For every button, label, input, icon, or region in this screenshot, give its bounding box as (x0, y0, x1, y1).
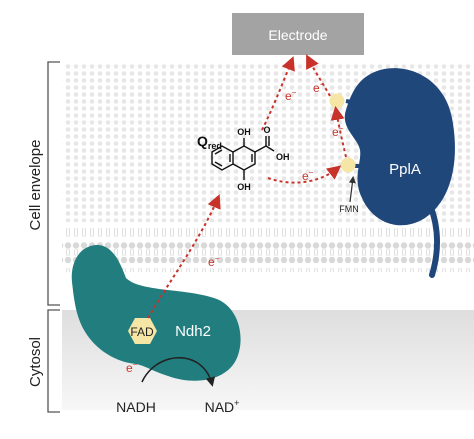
electron-label-6: e− (126, 360, 138, 375)
ndh2-protein (71, 244, 241, 381)
electron-arrow-q-to-fmn (267, 165, 342, 184)
cytosol-label: Cytosol (27, 337, 44, 387)
electron-label-4: e− (332, 124, 344, 139)
nadh-label: NADH (116, 399, 156, 415)
electrode-label: Electrode (268, 27, 327, 43)
cell-envelope-bracket (47, 61, 60, 306)
electron-arrow-q-to-electrode (261, 56, 295, 131)
ppla-label: PplA (389, 161, 421, 178)
inner-membrane-bottom-leaflet (62, 250, 474, 272)
cell-envelope-label: Cell envelope (27, 140, 44, 231)
electron-label-5: e− (302, 168, 314, 183)
nad-plus-label: NAD+ (205, 398, 240, 415)
electron-transfer-arrows (147, 54, 347, 319)
fad-label: FAD (130, 325, 154, 339)
qred-carbonyl-o: O (263, 125, 270, 135)
fad-hexagon-icon (128, 318, 157, 344)
qred-molecule (211, 136, 275, 180)
inner-membrane-top-leaflet (62, 228, 474, 250)
qred-oh-top: OH (237, 127, 251, 137)
fmn-cofactor-icon-2 (340, 157, 356, 173)
electrode-box (232, 13, 364, 55)
ndh2-label: Ndh2 (175, 323, 211, 340)
qred-cooh-oh: OH (276, 152, 290, 162)
fmn-pointer-arrow (348, 175, 356, 203)
electron-arrow-fad-to-q (147, 194, 221, 319)
electron-label-2: e− (285, 88, 297, 103)
fmn-label: FMN (339, 204, 359, 214)
fmn-cofactor-icon (329, 93, 345, 109)
electron-label-3: e− (313, 80, 325, 95)
electron-arrow-fmn2-to-fmn1 (330, 105, 347, 158)
qred-oh-bottom: OH (237, 182, 251, 192)
cytosol-bracket (47, 309, 60, 413)
qred-main: Qred (197, 133, 222, 151)
electron-label-1: e− (208, 254, 220, 269)
reaction-arrow (141, 357, 216, 387)
